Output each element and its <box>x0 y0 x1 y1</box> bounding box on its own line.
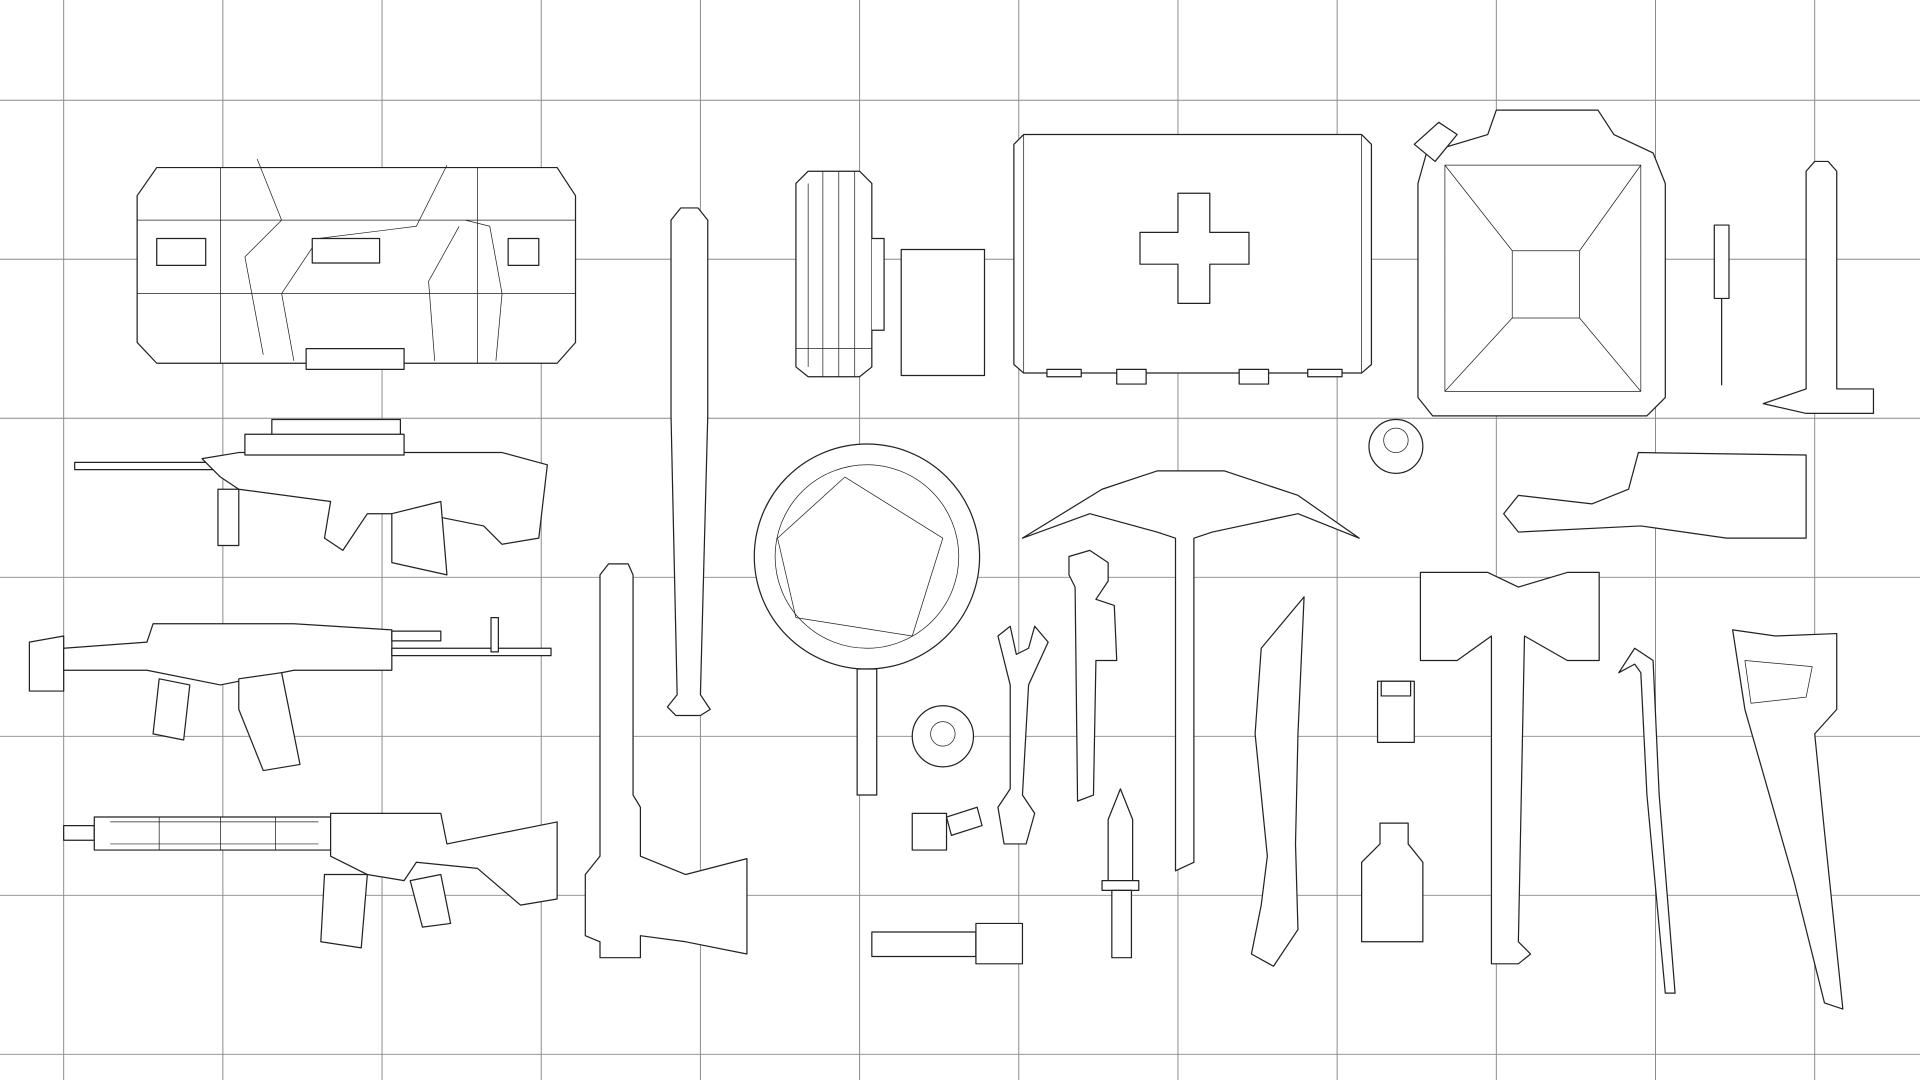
jerry-can <box>1413 109 1666 417</box>
combat-knife <box>1101 788 1140 959</box>
lighter <box>911 806 983 851</box>
frying-pan <box>753 443 981 796</box>
pipe-wrench <box>1068 549 1118 802</box>
sniper-rifle <box>74 418 548 576</box>
flashlight <box>871 922 1024 965</box>
handsaw <box>1732 629 1844 1010</box>
first-aid-kit <box>1013 133 1373 385</box>
baseball-bat <box>666 207 711 717</box>
open-wrench <box>997 625 1049 845</box>
fire-axe <box>584 563 748 959</box>
sledgehammer <box>1419 571 1600 965</box>
handsaw-small <box>1503 451 1807 539</box>
grenade <box>911 705 975 768</box>
thermos <box>795 170 885 378</box>
notebook <box>900 248 986 377</box>
hammer <box>1762 160 1875 415</box>
screwdriver <box>1713 224 1730 386</box>
duffel-bag <box>136 158 577 370</box>
grenade-round <box>1368 418 1424 474</box>
assault-rifle <box>28 617 552 772</box>
crowbar <box>1618 647 1676 994</box>
rifle-with-handguard <box>63 812 558 949</box>
small-bottle <box>1376 680 1415 744</box>
machete <box>1250 596 1305 967</box>
pickaxe <box>1021 470 1360 872</box>
canteen <box>1361 822 1424 943</box>
